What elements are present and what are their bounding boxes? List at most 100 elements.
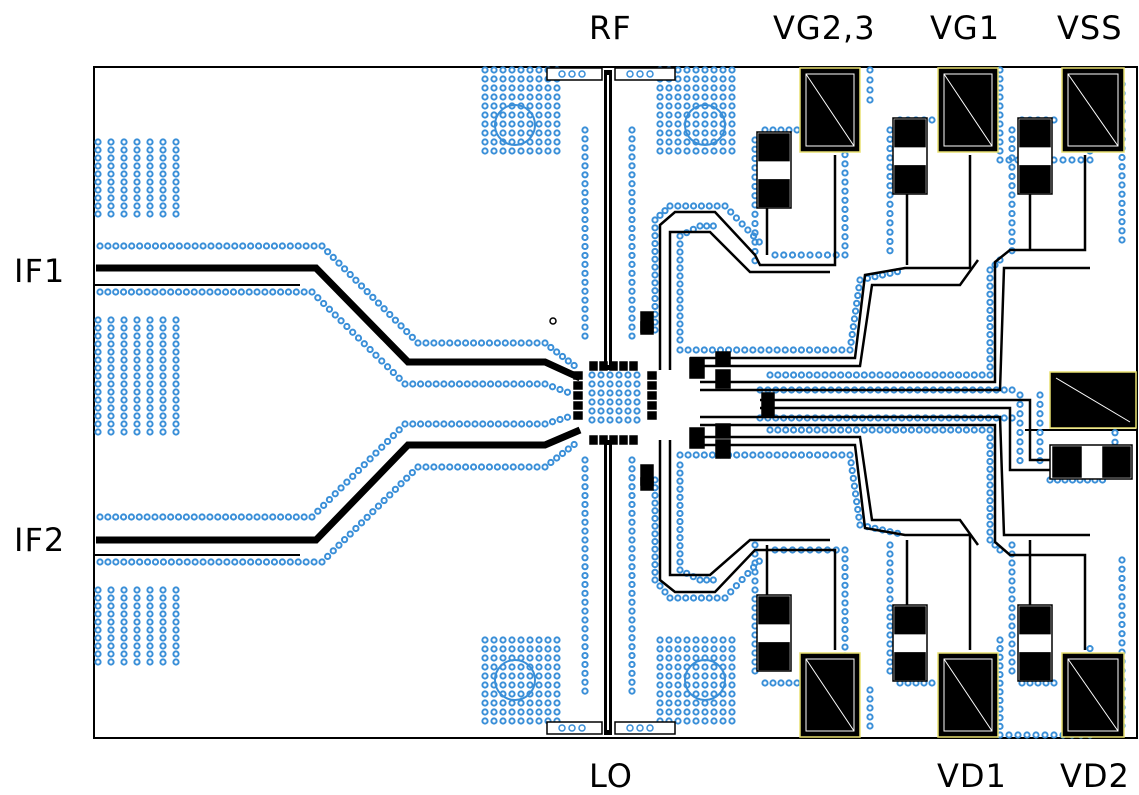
- via: [544, 138, 552, 146]
- via: [866, 86, 874, 94]
- via: [581, 198, 589, 206]
- via: [676, 451, 684, 459]
- via: [970, 371, 978, 379]
- via: [1008, 228, 1016, 236]
- via: [553, 454, 561, 462]
- via: [692, 708, 700, 716]
- via: [797, 451, 806, 459]
- via: [120, 420, 128, 428]
- via: [665, 681, 673, 689]
- via: [120, 396, 128, 404]
- via: [94, 316, 102, 324]
- via: [1008, 631, 1016, 639]
- via: [841, 196, 849, 204]
- via: [813, 426, 821, 434]
- via: [510, 380, 518, 388]
- via: [397, 322, 405, 330]
- via: [94, 202, 102, 210]
- via: [701, 111, 709, 119]
- via: [813, 371, 821, 379]
- via: [533, 420, 541, 428]
- via: [94, 186, 102, 194]
- via: [286, 558, 294, 566]
- via: [146, 186, 154, 194]
- via: [651, 522, 659, 530]
- via: [656, 636, 664, 644]
- via: [133, 594, 141, 602]
- via: [146, 210, 154, 218]
- via: [107, 316, 115, 324]
- via: [656, 699, 664, 707]
- via: [146, 356, 154, 364]
- via: [849, 474, 857, 482]
- via: [676, 320, 684, 328]
- via: [481, 111, 489, 119]
- via: [588, 398, 596, 406]
- via: [847, 459, 855, 467]
- via: [481, 102, 489, 110]
- via: [146, 420, 154, 428]
- via: [481, 636, 489, 644]
- via: [651, 553, 659, 561]
- via: [628, 483, 636, 491]
- via: [741, 451, 749, 459]
- via: [701, 138, 709, 146]
- via: [841, 581, 849, 589]
- via: [318, 558, 326, 566]
- via: [841, 625, 849, 634]
- via: [94, 626, 102, 634]
- via: [986, 465, 994, 473]
- via: [278, 558, 286, 566]
- via: [774, 426, 782, 434]
- via: [656, 111, 664, 119]
- via: [581, 474, 589, 482]
- via: [214, 513, 222, 521]
- via: [789, 346, 797, 354]
- port-label-if1: IF1: [14, 252, 66, 290]
- via: [692, 346, 700, 354]
- cap-pad: [758, 133, 790, 162]
- via: [728, 708, 736, 716]
- via: [866, 66, 874, 74]
- via: [325, 305, 334, 313]
- launch-pad: [614, 67, 676, 81]
- via: [119, 288, 128, 296]
- via: [581, 634, 589, 642]
- via: [533, 463, 541, 471]
- via: [223, 558, 231, 566]
- via: [107, 658, 115, 666]
- via: [876, 371, 884, 379]
- via: [440, 420, 448, 428]
- via: [886, 200, 894, 208]
- mounting-hole: [494, 104, 536, 146]
- via: [120, 642, 128, 650]
- via: [159, 202, 167, 210]
- via: [337, 484, 345, 492]
- via: [146, 372, 154, 380]
- via: [986, 371, 994, 379]
- via: [172, 412, 180, 420]
- via: [751, 577, 759, 585]
- via: [697, 594, 706, 602]
- via: [360, 461, 368, 469]
- via: [133, 602, 141, 610]
- via: [886, 247, 894, 255]
- via: [499, 75, 507, 83]
- via: [372, 351, 380, 359]
- via: [689, 594, 698, 602]
- via: [683, 93, 691, 101]
- via: [544, 708, 552, 716]
- via: [581, 269, 589, 277]
- via: [329, 253, 337, 262]
- via: [757, 451, 765, 459]
- via: [628, 563, 636, 571]
- via: [628, 180, 636, 188]
- via: [146, 634, 154, 642]
- via: [581, 180, 589, 188]
- via: [231, 558, 239, 566]
- via: [231, 242, 239, 250]
- via: [710, 636, 718, 644]
- via: [774, 371, 782, 379]
- via: [728, 129, 736, 137]
- via: [656, 129, 664, 137]
